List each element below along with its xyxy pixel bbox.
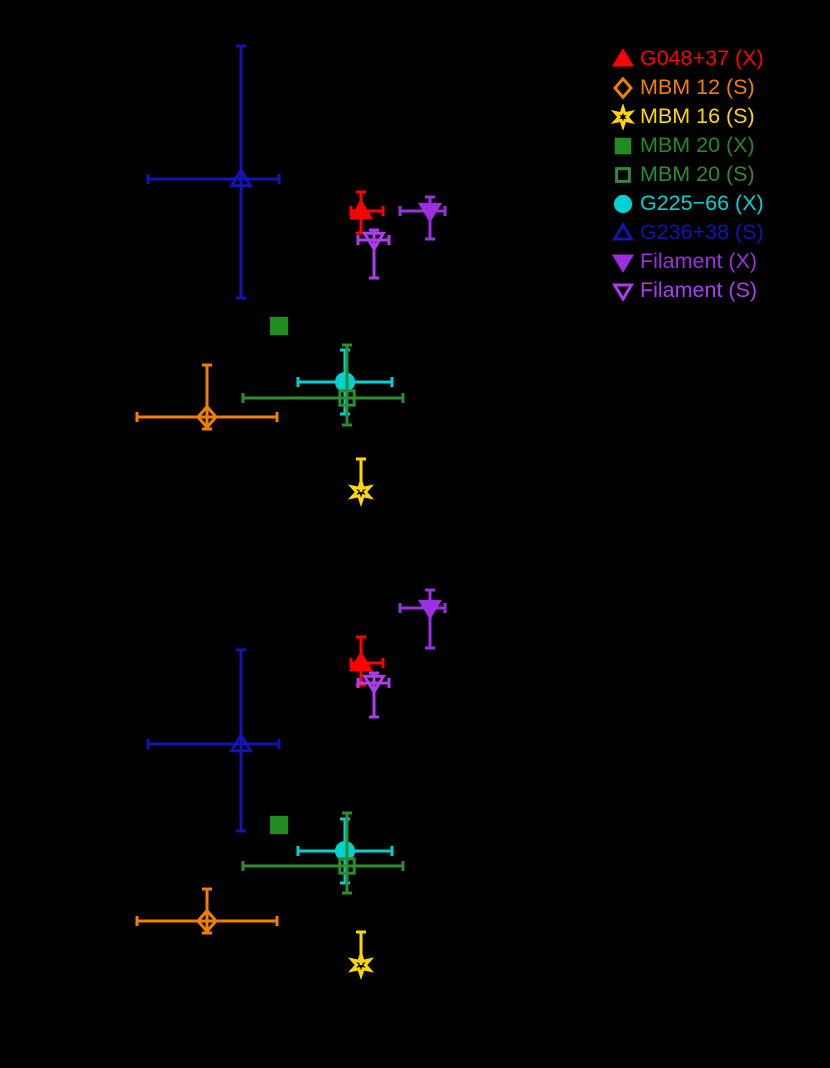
square-filled-icon — [606, 131, 640, 160]
legend: G048+37 (X) MBM 12 (S) MBM 16 (S) MBM 20 (X… — [606, 44, 826, 305]
data-point — [347, 457, 375, 508]
data-point — [241, 811, 405, 895]
legend-label: MBM 12 (S) — [640, 75, 755, 99]
legend-item-g048[interactable]: G048+37 (X) — [606, 44, 826, 73]
data-point — [398, 588, 447, 650]
data-point — [347, 930, 375, 981]
star-open-icon — [606, 102, 640, 131]
data-point — [269, 316, 289, 336]
triangle-up-open-icon — [606, 218, 640, 247]
triangle-down-filled-icon — [606, 247, 640, 276]
legend-label: Filament (S) — [640, 278, 758, 302]
diamond-open-icon — [606, 73, 640, 102]
lower-panel — [135, 588, 447, 981]
legend-label: MBM 20 (X) — [640, 133, 755, 157]
legend-item-g225[interactable]: G225−66 (X) — [606, 189, 826, 218]
legend-label: G048+37 (X) — [640, 46, 764, 70]
legend-label: G236+38 (S) — [640, 220, 764, 244]
data-point — [135, 887, 279, 935]
square-open-icon — [606, 160, 640, 189]
legend-item-mbm20s[interactable]: MBM 20 (S) — [606, 160, 826, 189]
triangle-down-open-icon — [606, 276, 640, 305]
legend-item-g236[interactable]: G236+38 (S) — [606, 218, 826, 247]
legend-label: MBM 16 (S) — [640, 104, 755, 128]
data-point — [269, 815, 289, 835]
upper-panel — [135, 44, 447, 508]
legend-label: Filament (X) — [640, 249, 758, 273]
data-point — [146, 44, 281, 300]
data-point — [348, 190, 385, 235]
legend-item-mbm12[interactable]: MBM 12 (S) — [606, 73, 826, 102]
triangle-up-filled-icon — [606, 44, 640, 73]
data-point — [241, 343, 405, 427]
legend-item-filament-x[interactable]: Filament (X) — [606, 247, 826, 276]
data-point — [398, 195, 447, 241]
legend-item-mbm20x[interactable]: MBM 20 (X) — [606, 131, 826, 160]
legend-label: MBM 20 (S) — [640, 162, 755, 186]
data-point — [356, 671, 391, 719]
data-point — [135, 363, 279, 431]
legend-item-filament-s[interactable]: Filament (S) — [606, 276, 826, 305]
legend-label: G225−66 (X) — [640, 191, 764, 215]
data-point — [356, 228, 391, 280]
data-point — [146, 648, 281, 833]
circle-filled-icon — [606, 189, 640, 218]
legend-item-mbm16[interactable]: MBM 16 (S) — [606, 102, 826, 131]
